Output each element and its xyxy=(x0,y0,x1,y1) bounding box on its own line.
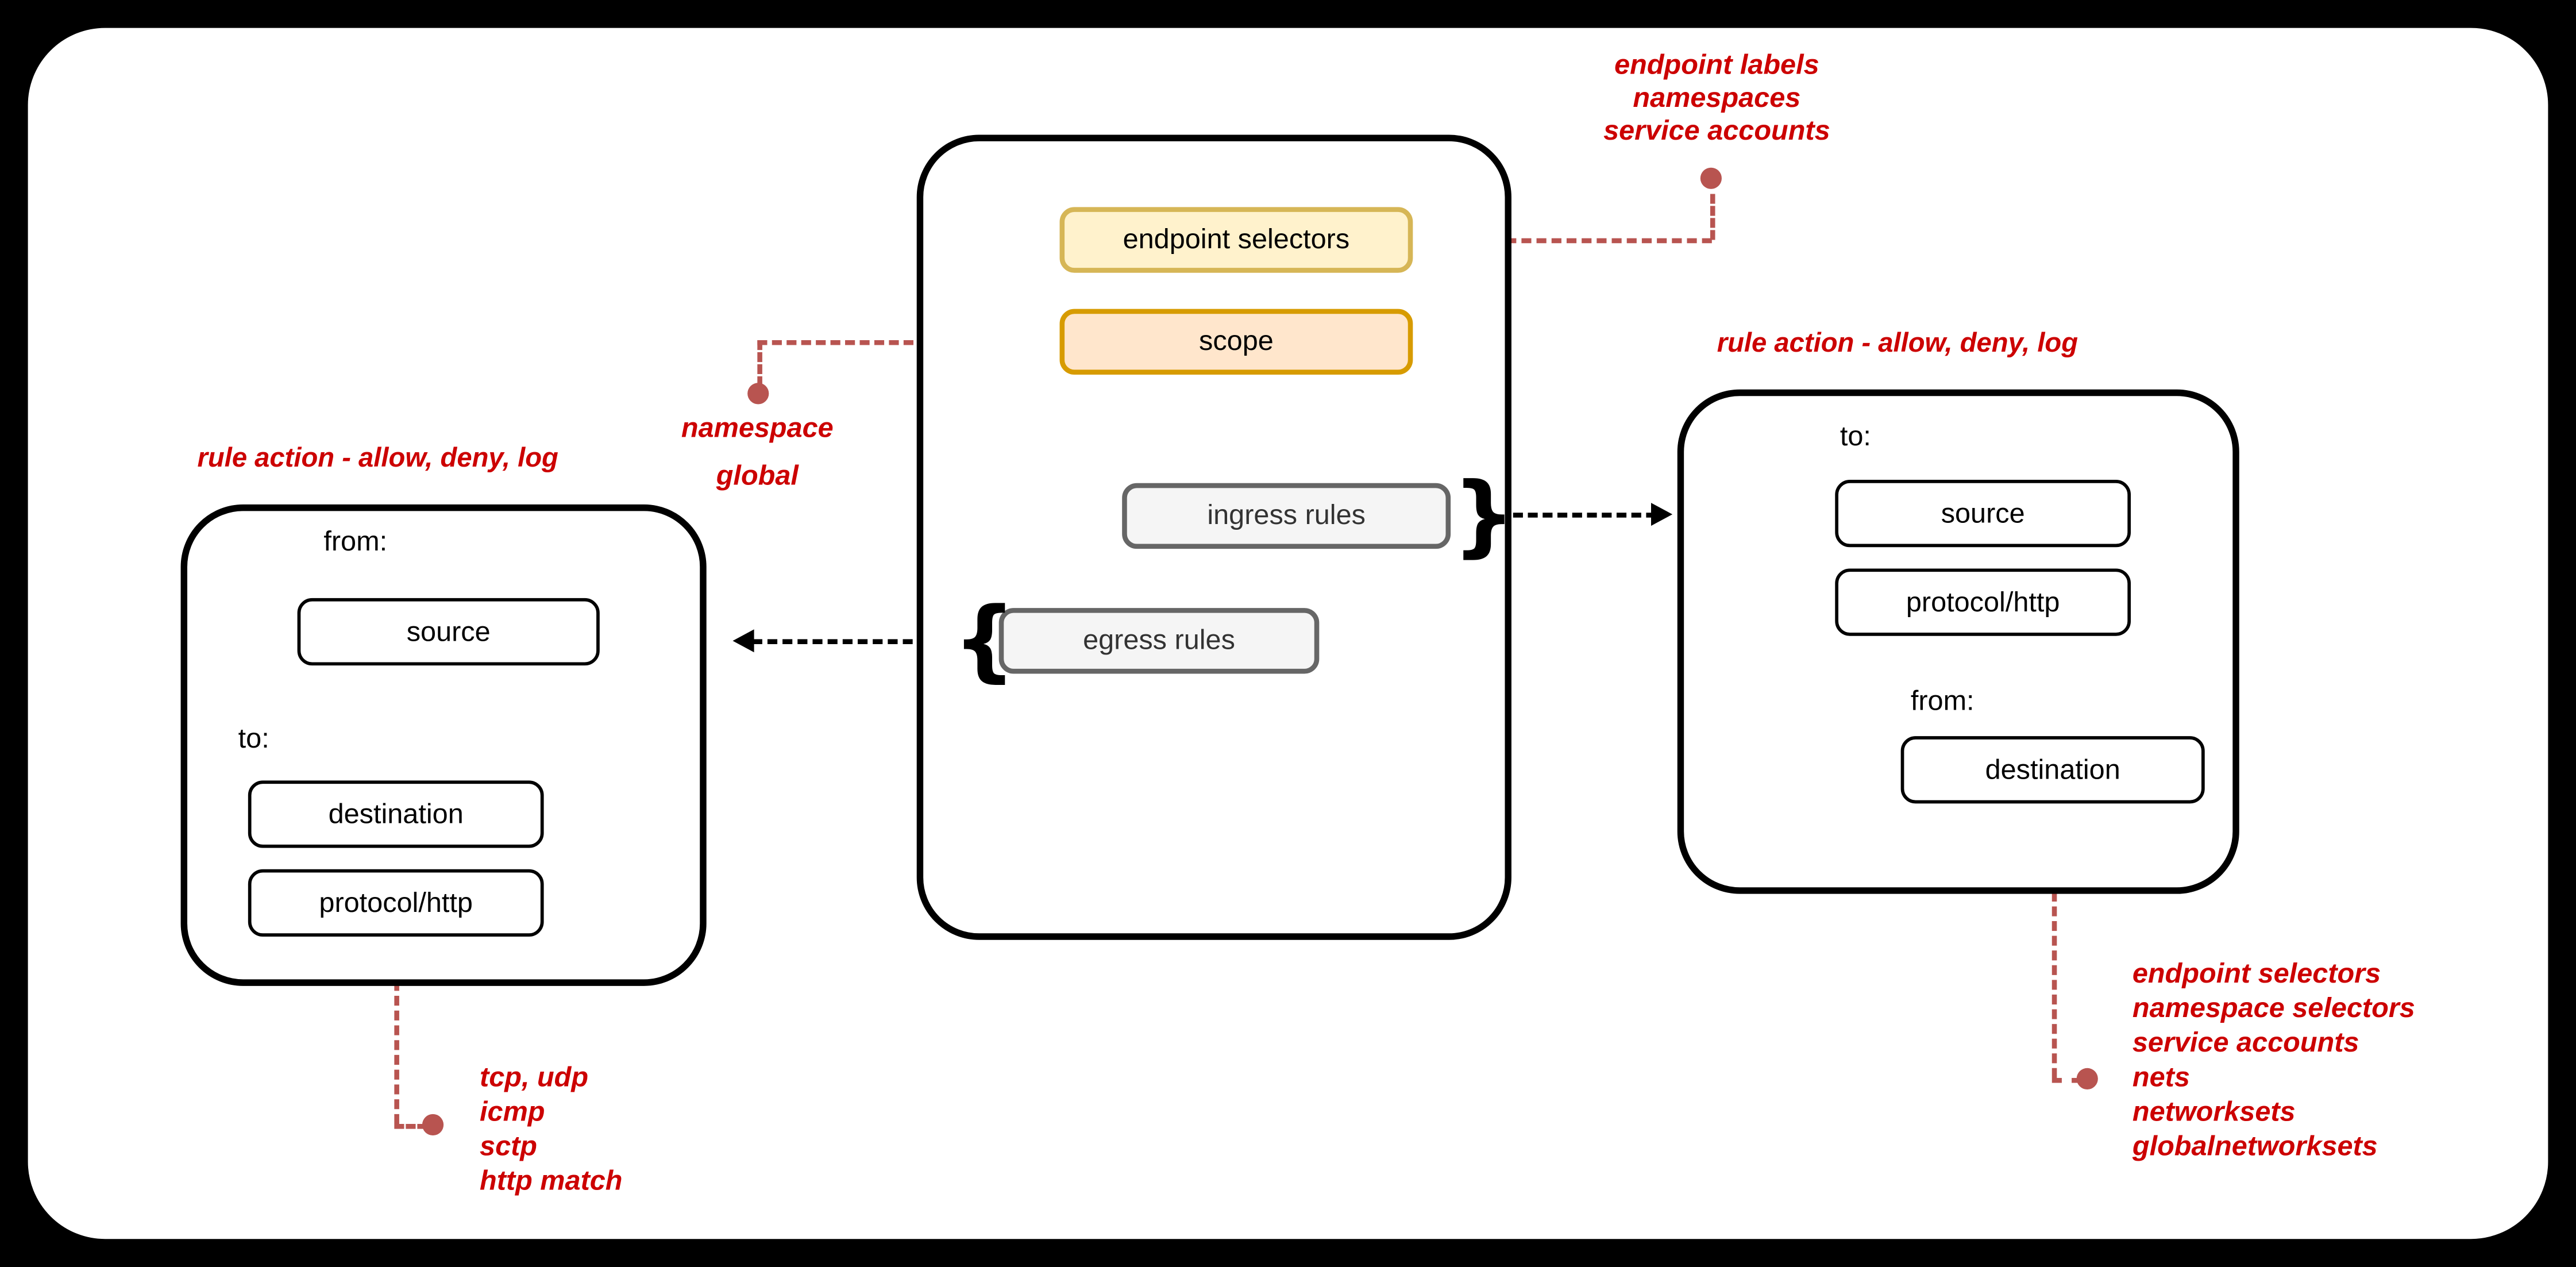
source-box: source xyxy=(1835,480,2131,548)
annotation-line: namespace selectors xyxy=(2132,992,2415,1024)
connector-dot xyxy=(747,383,769,405)
scope-box: scope xyxy=(1059,309,1413,375)
annotation-line: global xyxy=(716,460,799,492)
from-label: from: xyxy=(1910,685,1975,717)
destination-box: destination xyxy=(1900,736,2205,804)
egress-rules-box: egress rules xyxy=(998,608,1320,674)
connector-dot xyxy=(2076,1068,2098,1089)
annotation-line: namespaces xyxy=(1633,82,1801,114)
scope-connector xyxy=(757,340,1060,345)
annotation-line: sctp xyxy=(480,1130,538,1162)
ingress-rules-box: ingress rules xyxy=(1122,483,1451,549)
egress-arrowhead-icon xyxy=(732,629,754,653)
scope-connector xyxy=(757,340,762,387)
destination-annotation: endpoint selectors namespace selectors s… xyxy=(2132,956,2461,1163)
source-box: source xyxy=(297,598,600,666)
protocol-connector xyxy=(394,1124,427,1129)
ingress-arrow xyxy=(1498,513,1656,518)
endpoint-selectors-connector xyxy=(1710,194,1715,240)
destination-connector xyxy=(2051,803,2057,1078)
to-label: to: xyxy=(1840,421,1871,452)
endpoint-selectors-annotation: endpoint labels namespaces service accou… xyxy=(1561,49,1873,148)
destination-box: destination xyxy=(248,780,544,848)
egress-arrow xyxy=(752,639,958,645)
annotation-line: service accounts xyxy=(1603,115,1830,147)
protocol-http-box: protocol/http xyxy=(248,869,544,937)
destination-connector xyxy=(2051,1077,2082,1083)
annotation-line: namespace xyxy=(681,412,834,444)
connector-dot xyxy=(1700,167,1722,189)
annotation-line: globalnetworksets xyxy=(2132,1130,2378,1162)
to-label: to: xyxy=(238,723,269,754)
ingress-arrowhead-icon xyxy=(1651,503,1673,526)
annotation-line: endpoint selectors xyxy=(2132,958,2381,989)
annotation-line: service accounts xyxy=(2132,1027,2359,1058)
annotation-line: icmp xyxy=(480,1096,545,1127)
ingress-rule-action-title: rule action - allow, deny, log xyxy=(1717,328,2078,359)
annotation-line: tcp, udp xyxy=(480,1061,589,1093)
ingress-brace: } xyxy=(1452,463,1515,567)
egress-rule-action-title: rule action - allow, deny, log xyxy=(197,444,558,473)
annotation-line: networksets xyxy=(2132,1096,2296,1127)
ingress-rule-detail-box xyxy=(1677,389,2239,894)
egress-brace: { xyxy=(952,588,1016,692)
endpoint-selectors-box: endpoint selectors xyxy=(1059,207,1413,273)
protocol-annotation: tcp, udp icmp sctp http match xyxy=(480,1060,743,1198)
protocol-http-box: protocol/http xyxy=(1835,568,2131,636)
scope-annotation: namespace global xyxy=(642,404,872,499)
from-label: from: xyxy=(323,526,388,557)
annotation-line: endpoint labels xyxy=(1614,49,1819,81)
annotation-line: http match xyxy=(480,1165,623,1196)
endpoint-selectors-connector xyxy=(1416,238,1712,244)
annotation-line: nets xyxy=(2132,1061,2190,1093)
protocol-connector xyxy=(394,937,399,1124)
connector-dot xyxy=(422,1114,444,1136)
